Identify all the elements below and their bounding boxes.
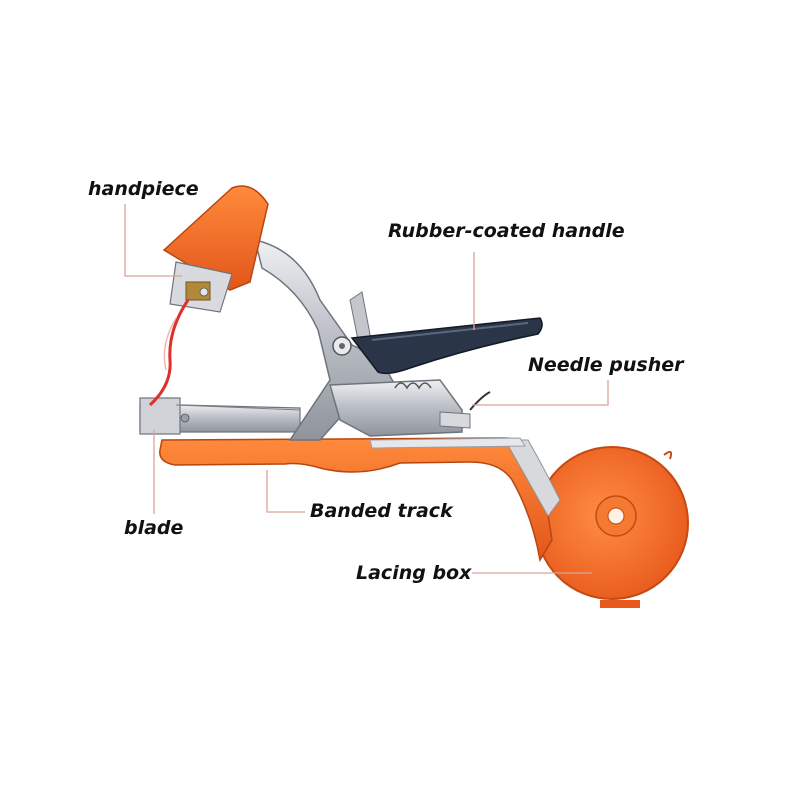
leader-lines (124, 204, 609, 574)
tape-strip (148, 299, 190, 407)
leader-handpiece (124, 204, 182, 277)
label-needle-pusher: Needle pusher (528, 354, 684, 376)
label-blade: blade (124, 517, 184, 539)
label-rubber-coated-handle: Rubber-coated handle (388, 220, 625, 242)
needle-pusher (329, 379, 491, 437)
label-lacing-box: Lacing box (356, 562, 472, 584)
leader-banded-track (266, 470, 305, 513)
lacing-box (535, 446, 689, 608)
leader-needle-pusher (472, 380, 609, 406)
banded-track (159, 437, 561, 563)
label-handpiece: handpiece (88, 178, 199, 200)
blade-assembly (139, 397, 301, 435)
label-banded-track: Banded track (310, 500, 453, 522)
rubber-coated-handle (350, 317, 543, 375)
handpiece (162, 185, 269, 313)
